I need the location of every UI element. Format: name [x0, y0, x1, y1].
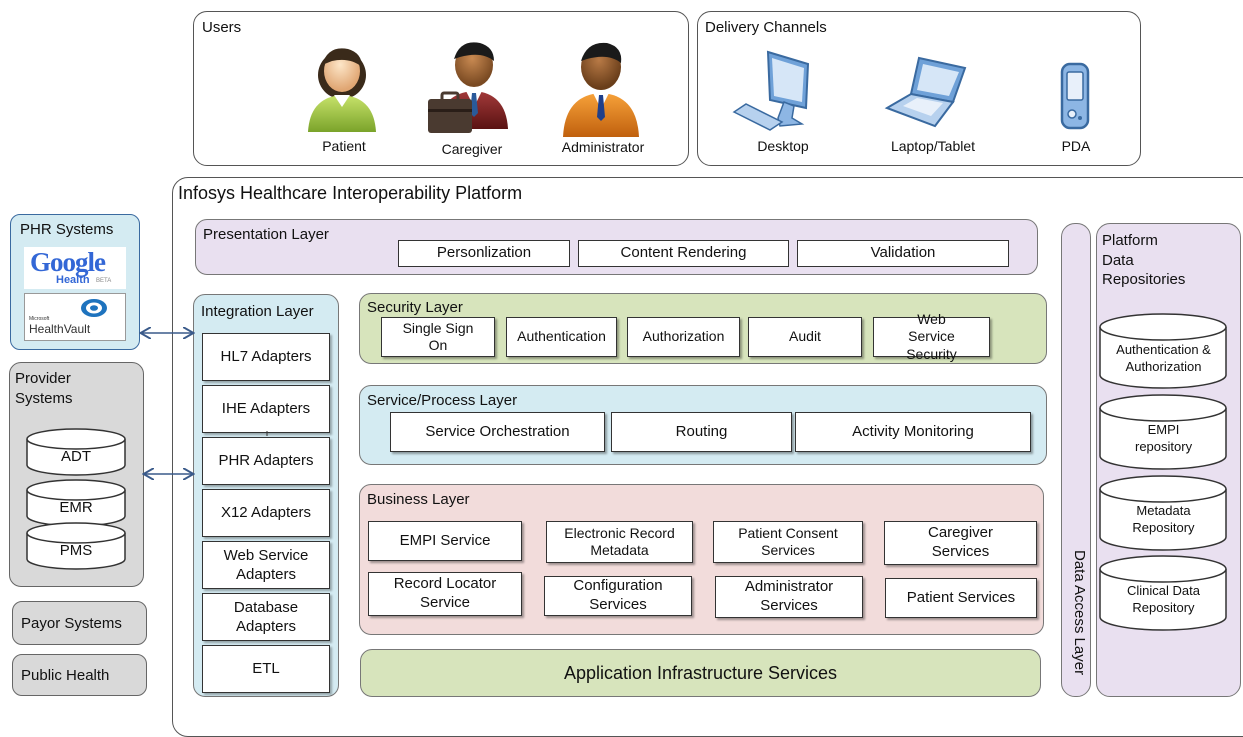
presentation-layer-title: Presentation Layer — [203, 226, 329, 243]
single-sign-on-box: Single Sign On — [381, 317, 495, 357]
platform-title: Infosys Healthcare Interoperability Plat… — [178, 183, 523, 203]
pda-label: PDA — [1061, 138, 1091, 154]
content-rendering-box: Content Rendering — [578, 240, 789, 267]
integration-layer: Integration Layer HL7 Adapters IHE Adapt… — [193, 294, 339, 697]
administrator-label: Administrator — [561, 139, 645, 155]
clinical-data-repository-cylinder: Clinical Data Repository — [1099, 555, 1228, 631]
administrator-services-box: Administrator Services — [715, 576, 863, 618]
empi-service-box: EMPI Service — [368, 521, 522, 561]
provider-systems-title: Provider Systems — [15, 370, 73, 407]
connector-arrows — [0, 0, 268, 713]
etl-box: ETL — [202, 645, 330, 693]
phr-systems-title: PHR Systems — [20, 221, 114, 238]
patient-label: Patient — [322, 138, 366, 154]
database-adapters-box: Database Adapters — [202, 593, 330, 641]
web-service-security-box: Web Service Security — [873, 311, 990, 362]
record-locator-service-box: Record Locator Service — [368, 572, 522, 616]
caregiver-services-box: Caregiver Services — [884, 521, 1037, 565]
empi-repository-label: EMPI repository — [1135, 422, 1193, 454]
desktop-label: Desktop — [757, 138, 809, 154]
laptop-label: Laptop/Tablet — [890, 138, 976, 154]
personalization-box: Personlization — [398, 240, 570, 267]
integration-layer-title: Integration Layer — [201, 303, 314, 320]
auth-repository-label: Authentication & Authorization — [1116, 342, 1211, 374]
application-infrastructure-label: Application Infrastructure Services — [563, 662, 838, 683]
pda-icon — [1056, 60, 1096, 132]
caregiver-label: Caregiver — [441, 141, 503, 157]
web-service-adapters-box: Web Service Adapters — [202, 541, 330, 589]
emr-cylinder: EMR — [26, 479, 126, 527]
electronic-record-metadata-box: Electronic Record Metadata — [546, 521, 693, 563]
service-orchestration-box: Service Orchestration — [390, 412, 605, 452]
public-health-box: Public Health — [12, 654, 147, 696]
users-title: Users — [202, 19, 242, 36]
pms-cylinder: PMS — [26, 522, 126, 570]
delivery-title: Delivery Channels — [705, 19, 827, 36]
patient-icon — [302, 37, 382, 132]
business-layer-title: Business Layer — [367, 491, 470, 508]
emr-label: EMR — [59, 499, 93, 516]
audit-box: Audit — [748, 317, 862, 357]
empi-repository-cylinder: EMPI repository — [1099, 394, 1228, 470]
laptop-icon — [883, 52, 978, 132]
metadata-repository-label: Metadata Repository — [1132, 503, 1195, 535]
application-infrastructure-services: Application Infrastructure Services — [360, 649, 1041, 697]
security-layer-title: Security Layer — [367, 299, 463, 316]
clinical-data-repository-label: Clinical Data Repository — [1127, 583, 1200, 615]
authorization-box: Authorization — [627, 317, 740, 357]
patient-services-box: Patient Services — [885, 578, 1037, 618]
payor-systems-box: Payor Systems — [12, 601, 147, 645]
users-panel: Users Patient — [193, 11, 689, 166]
patient-consent-services-box: Patient Consent Services — [713, 521, 863, 563]
caregiver-icon — [426, 37, 516, 137]
administrator-icon — [559, 37, 644, 137]
metadata-repository-cylinder: Metadata Repository — [1099, 475, 1228, 551]
pms-label: PMS — [59, 542, 93, 559]
google-health-logo: Google Health BETA — [24, 247, 126, 289]
data-access-layer: Data Access Layer — [1061, 223, 1091, 697]
validation-box: Validation — [797, 240, 1009, 267]
routing-box: Routing — [611, 412, 792, 452]
delivery-panel: Delivery Channels Desktop Laptop/Tablet … — [697, 11, 1141, 166]
phr-systems-panel: PHR Systems Google Health BETA Microsoft… — [10, 214, 140, 350]
ihe-adapters-box: IHE Adapters — [202, 385, 330, 433]
configuration-services-box: Configuration Services — [544, 576, 692, 616]
adt-label: ADT — [61, 448, 91, 465]
activity-monitoring-box: Activity Monitoring — [795, 412, 1031, 452]
x12-adapters-box: X12 Adapters — [202, 489, 330, 537]
phr-adapters-box: PHR Adapters — [202, 437, 330, 485]
service-process-layer-title: Service/Process Layer — [367, 392, 518, 409]
adt-cylinder: ADT — [26, 428, 126, 476]
auth-repository-cylinder: Authentication & Authorization — [1099, 313, 1228, 389]
desktop-icon — [730, 46, 820, 141]
hl7-adapters-box: HL7 Adapters — [202, 333, 330, 381]
healthvault-logo: Microsoft HealthVault — [24, 293, 126, 341]
repositories-title: Platform Data Repositories — [1102, 232, 1186, 288]
authentication-box: Authentication — [506, 317, 617, 357]
